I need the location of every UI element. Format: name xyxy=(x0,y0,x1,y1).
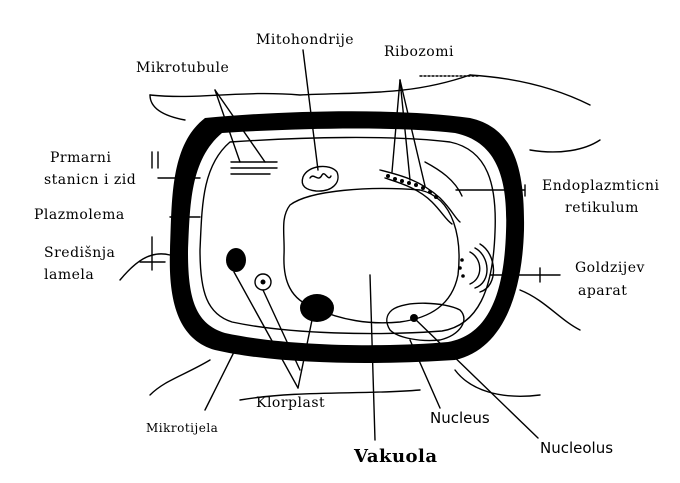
endoplasmic-reticulum xyxy=(379,169,461,223)
primary-cell-wall xyxy=(169,111,525,363)
neighbor-wall-left-top xyxy=(149,94,186,121)
plasma-membrane xyxy=(199,136,496,335)
neighbor-wall-bottom-left xyxy=(149,359,211,396)
neighbor-wall-right-bottom xyxy=(519,289,581,331)
golgi-apparatus xyxy=(469,251,481,285)
label-srednja-line1: Središnja xyxy=(44,245,116,261)
ribosomes xyxy=(386,174,465,278)
neighbor-wall-left xyxy=(119,253,171,281)
mitochondrion xyxy=(301,165,339,192)
label-plazmolema: Plazmolema xyxy=(34,207,125,223)
label-primarni-line2: stanicn i zid xyxy=(44,172,137,188)
label-mitohondrije: Mitohondrije xyxy=(256,32,355,48)
chloroplast-small xyxy=(226,248,246,272)
label-klorplast: Klorplast xyxy=(256,395,326,411)
label-goldzijev-line2: aparat xyxy=(578,283,628,299)
nucleus xyxy=(386,302,465,342)
label-ribozomi: Ribozomi xyxy=(384,44,454,60)
label-srednja-line2: lamela xyxy=(44,267,95,283)
chloroplast-large xyxy=(300,294,334,322)
label-mikrotubule: Mikrotubule xyxy=(136,60,230,76)
label-primarni-line1: Prmarni xyxy=(50,150,112,166)
neighbor-wall-bottom xyxy=(239,389,421,401)
neighbor-wall-top xyxy=(149,74,471,98)
label-endoplazmticni-line2: retikulum xyxy=(565,200,639,216)
label-nucleus: Nucleus xyxy=(430,409,490,427)
neighbor-wall-bottom-right xyxy=(454,369,541,397)
label-vakuola: Vakuola xyxy=(354,446,438,467)
neighbor-wall-right xyxy=(529,139,601,153)
neighbor-wall-right-top xyxy=(469,74,591,106)
label-endoplazmticni-line1: Endoplazmticni xyxy=(542,178,660,194)
label-goldzijev-line1: Goldzijev xyxy=(575,260,645,276)
label-nucleolus: Nucleolus xyxy=(540,439,614,457)
label-mikrotijela: Mikrotijela xyxy=(146,421,219,435)
